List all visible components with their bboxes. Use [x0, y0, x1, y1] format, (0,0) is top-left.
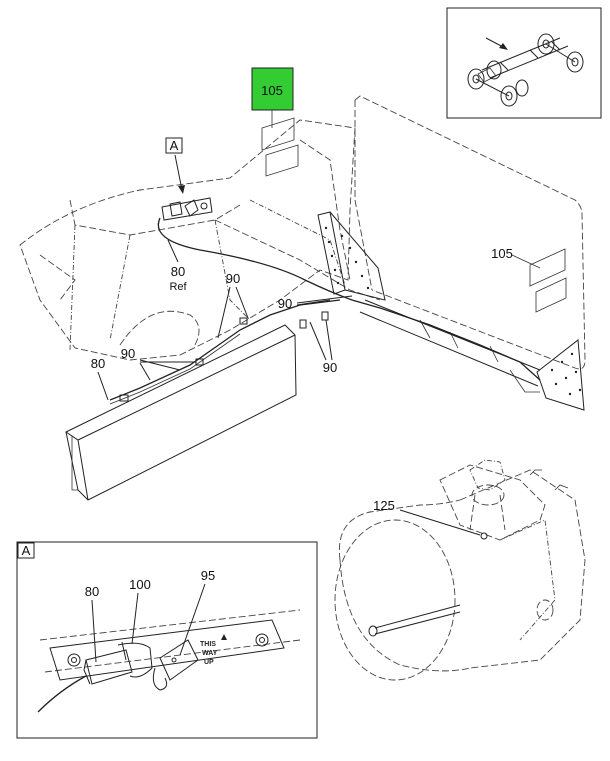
callout-80-ref-word: Ref — [169, 281, 187, 293]
wire-harness — [109, 217, 541, 405]
label-line-2: WAY — [202, 650, 218, 657]
arrow-icon — [485, 37, 508, 50]
decal-pair-top — [261, 110, 299, 177]
locator-frame — [446, 7, 602, 119]
back-panel — [354, 95, 586, 370]
detail-a-frame — [16, 541, 318, 739]
callout-105-right: 105 — [491, 246, 513, 261]
detail-callout-80: 80 — [85, 584, 99, 599]
detail-callout-95: 95 — [201, 568, 215, 583]
callout-105-highlighted[interactable]: 105 — [251, 67, 294, 111]
callout-80-left: 80 — [91, 356, 105, 371]
connector-a — [161, 197, 213, 221]
detail-a-panel: A THIS WAY UP 80 100 95 — [16, 541, 318, 739]
fender-outline — [19, 119, 381, 361]
locator-inset — [446, 7, 602, 119]
view-a-marker-box — [165, 137, 183, 154]
channel-bracket — [65, 324, 297, 501]
detail-a-title-box — [17, 542, 35, 559]
harness-clips — [119, 311, 329, 402]
detail-a-title: A — [22, 543, 31, 558]
callout-90-lower: 90 — [323, 360, 337, 375]
label-line-1: THIS — [200, 641, 216, 648]
callout-80-ref-number: 80 — [171, 264, 185, 279]
label-line-3: UP — [204, 659, 214, 666]
callout-90-mid: 90 — [278, 296, 292, 311]
mounting-bracket-left — [317, 211, 386, 301]
view-a-marker: A — [170, 138, 179, 153]
callout-125: 125 — [373, 498, 395, 513]
callout-90-upper: 90 — [226, 271, 240, 286]
decal-pair-right — [511, 248, 567, 313]
mounting-bracket-right — [536, 339, 585, 411]
callout-90-left: 90 — [121, 346, 135, 361]
frame-rail — [359, 299, 541, 393]
highlight-box — [251, 67, 294, 111]
transmission-assembly — [334, 459, 586, 681]
callout-105-top: 105 — [261, 83, 283, 98]
truck-chassis-icon — [467, 33, 584, 107]
detail-callout-100: 100 — [129, 577, 151, 592]
